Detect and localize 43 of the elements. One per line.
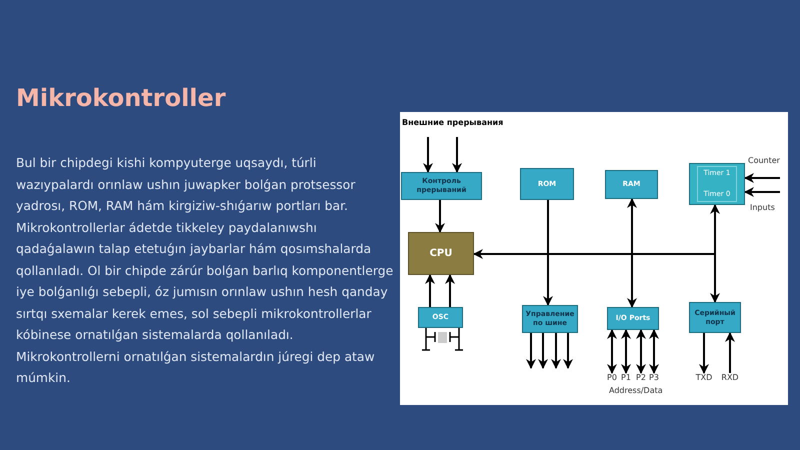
arrow — [627, 198, 637, 308]
signal-label: Inputs — [750, 203, 775, 213]
arrow — [725, 332, 735, 373]
arrow — [563, 333, 573, 369]
timer-box — [689, 163, 745, 205]
arrow — [526, 333, 536, 369]
rom-box — [520, 168, 574, 200]
arrow — [543, 200, 553, 306]
signal-label: Address/Data — [609, 386, 663, 396]
serial-port-box — [689, 302, 741, 333]
arrow — [538, 333, 548, 369]
description-paragraph: Bul bir chipdegi kishi kompyuterge uqsaydı, túrli wazıypalardı orınlaw ushın juwapker bolǵan protsessor yadrosı, ROM, RAM hám kirgiziw-shıǵarıw portları bar. Mikrokontrollerlar ádetde tikkeley paydalanıwshı qadaǵalawın talap etetuǵın jaybarlar hám qosımshalarda qollanıladı. Ol bir chipde zárúr bolǵan barlıq komponentlerge iye bolǵanlıǵı sebepli, óz jumısın orınlaw ushın hesh qanday sırtqı sxemalar kerek emes, sol sebepli mikrokontrollerlar kóbinese ornatılǵan sistemalarda qollanıladı. Mikrokontrollerni ornatılǵan sistemalardın júregi dep ataw múmkin. — [16, 154, 394, 387]
io-ports-box — [607, 307, 659, 330]
arrow — [744, 187, 780, 197]
block-label: CPU — [428, 249, 454, 258]
arrow — [551, 333, 561, 369]
interrupt-control-box — [401, 172, 482, 200]
ram-box — [605, 170, 658, 199]
cpu-box — [408, 232, 474, 275]
signal-label: P0 — [606, 373, 618, 383]
signal-label: Counter — [748, 156, 780, 166]
arrow — [435, 200, 445, 233]
arrow — [445, 274, 455, 307]
signal-label: TXD — [694, 373, 714, 383]
bus-control-box — [522, 305, 578, 333]
arrow — [423, 137, 433, 173]
arrow — [452, 137, 462, 173]
arrow — [607, 329, 617, 374]
arrow — [710, 204, 720, 303]
oscillator-box — [418, 307, 463, 328]
page-title: Mikrokontroller — [16, 83, 226, 114]
signal-label: P2 — [635, 373, 647, 383]
signal-label: P1 — [620, 373, 632, 383]
arrow — [699, 333, 709, 374]
arrow — [744, 173, 780, 183]
arrow — [425, 274, 435, 307]
arrow — [621, 329, 631, 374]
arrow — [636, 329, 646, 374]
signal-label: RXD — [720, 373, 740, 383]
arrow — [649, 329, 659, 374]
signal-label: Внешние прерывания — [402, 118, 504, 128]
signal-label: P3 — [648, 373, 660, 383]
arrow — [473, 249, 715, 259]
